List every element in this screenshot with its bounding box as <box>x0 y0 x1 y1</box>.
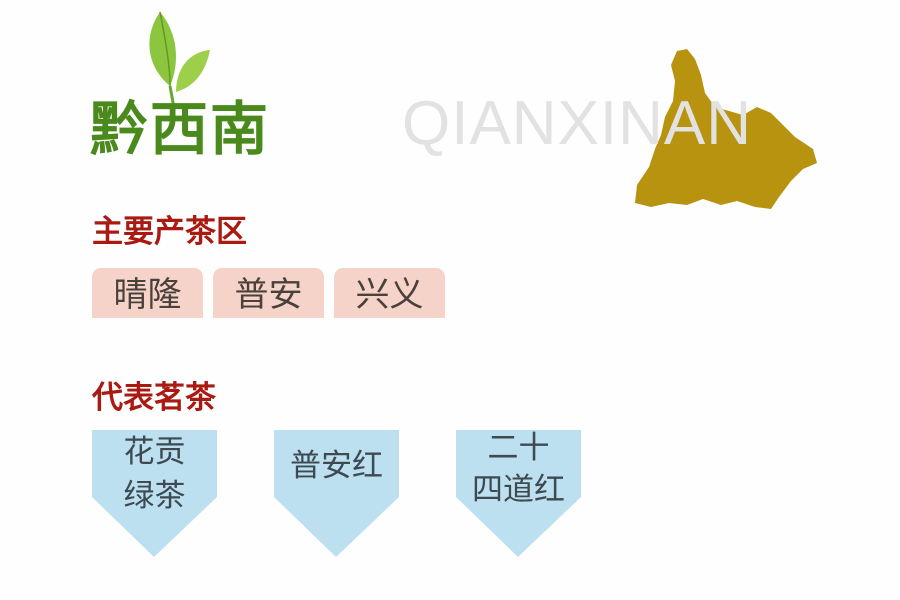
area-tag: 普安 <box>213 268 324 318</box>
tea-badge: 普安红 <box>274 430 399 557</box>
tea-badge: 花贡 绿茶 <box>92 430 217 557</box>
region-title: 黔西南 <box>90 95 271 163</box>
areas-list: 晴隆 普安 兴义 <box>92 268 445 318</box>
area-tag: 兴义 <box>334 268 445 318</box>
tea-badge: 二十 四道红 <box>456 430 581 557</box>
region-map-shape <box>635 49 817 209</box>
areas-heading: 主要产茶区 <box>92 214 247 250</box>
region-map <box>635 49 817 209</box>
area-tag: 晴隆 <box>92 268 203 318</box>
region-pinyin: QIANXINAN <box>402 89 753 158</box>
tea-leaf-icon <box>149 11 210 109</box>
teas-heading: 代表茗茶 <box>92 380 216 416</box>
